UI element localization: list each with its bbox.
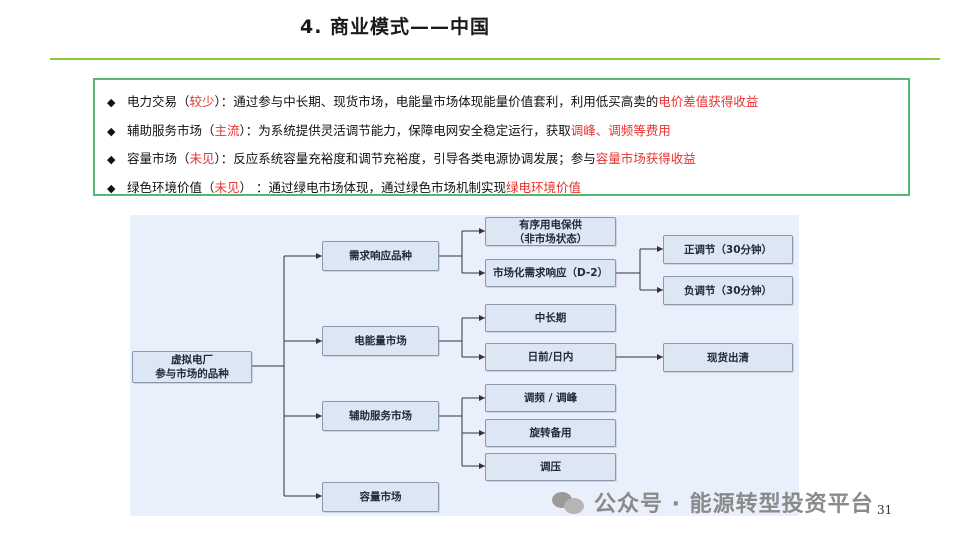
- node-orderly-line1: 有序用电保供: [519, 218, 582, 231]
- connector-lines: [252, 228, 663, 499]
- bullet-item: ◆ 容量市场（未见）：反应系统容量充裕度和调节充裕度，引导各类电源协调发展；参与容…: [107, 145, 908, 174]
- diamond-bullet-icon: ◆: [107, 181, 116, 195]
- node-spot-clearing: 现货出清: [663, 343, 793, 372]
- node-orderly-power: 有序用电保供 （非市场状态）: [485, 217, 616, 246]
- node-down-regulation: 负调节（30分钟）: [663, 276, 793, 305]
- bullet-text: ） ：通过绿电市场体现，通过绿色市场机制实现: [239, 179, 507, 195]
- bullet-text: 辅助服务市场（: [127, 122, 215, 138]
- page-number: 31: [877, 503, 893, 517]
- bullet-item: ◆ 电力交易（较少）：通过参与中长期、现货市场，电能量市场体现能量价值套利，利用低…: [107, 88, 908, 117]
- node-energy-market: 电能量市场: [322, 326, 439, 356]
- node-ancillary-market: 辅助服务市场: [322, 401, 439, 431]
- watermark: 公众号 · 能源转型投资平台: [552, 486, 874, 518]
- node-demand-response: 需求响应品种: [322, 241, 439, 271]
- node-root: 虚拟电厂 参与市场的品种: [132, 351, 252, 383]
- highlight-text: 较少: [189, 94, 215, 109]
- bullet-item: ◆ 绿色环境价值（未见） ：通过绿电市场体现，通过绿色市场机制实现绿电环境价值: [107, 174, 908, 203]
- highlight-text: 电价差值获得收益: [658, 94, 759, 109]
- page-title: 4. 商业模式——中国: [299, 16, 491, 38]
- title-divider: [50, 58, 940, 60]
- bullet-text: ）：通过参与中长期、现货市场，电能量市场体现能量价值套利，利用低买高卖的: [214, 94, 659, 109]
- node-mid-long-term: 中长期: [485, 304, 616, 332]
- market-diagram: 虚拟电厂 参与市场的品种 需求响应品种 电能量市场 辅助服务市场 容量市场 有序…: [130, 215, 799, 516]
- node-up-regulation: 正调节（30分钟）: [663, 235, 793, 264]
- highlight-text: 未见: [189, 151, 215, 166]
- bullet-text: 电力交易（: [127, 94, 190, 109]
- bullet-box: ◆ 电力交易（较少）：通过参与中长期、现货市场，电能量市场体现能量价值套利，利用低…: [93, 78, 910, 196]
- highlight-text: 绿电环境价值: [506, 179, 582, 195]
- watermark-text: 公众号 · 能源转型投资平台: [594, 492, 874, 517]
- node-root-line2: 参与市场的品种: [155, 368, 229, 380]
- diamond-bullet-icon: ◆: [107, 153, 116, 166]
- bullet-text: 容量市场（: [127, 151, 190, 166]
- highlight-text: 主流: [214, 122, 240, 138]
- diamond-bullet-icon: ◆: [107, 124, 116, 138]
- highlight-text: 调峰、调频等费用: [570, 122, 671, 138]
- highlight-text: 容量市场获得收益: [595, 151, 696, 166]
- bullet-text: ）：为系统提供灵活调节能力，保障电网安全稳定运行，获取: [239, 122, 571, 138]
- bullet-text: 绿色环境价值（: [127, 179, 215, 195]
- node-capacity-market: 容量市场: [322, 482, 439, 512]
- node-market-demand: 市场化需求响应（D-2）: [485, 259, 616, 287]
- wechat-icon: [552, 490, 586, 514]
- bullet-text: ）：反应系统容量充裕度和调节充裕度，引导各类电源协调发展；参与: [214, 151, 596, 166]
- node-voltage-regulation: 调压: [485, 453, 616, 481]
- node-root-line1: 虚拟电厂: [171, 354, 213, 366]
- node-day-ahead: 日前/日内: [485, 343, 616, 371]
- bullet-item: ◆ 辅助服务市场（主流）：为系统提供灵活调节能力，保障电网安全稳定运行，获取调峰、…: [107, 117, 908, 146]
- highlight-text: 未见: [214, 179, 240, 195]
- diamond-bullet-icon: ◆: [107, 96, 116, 109]
- node-orderly-line2: （非市场状态）: [513, 232, 588, 245]
- node-spinning-reserve: 旋转备用: [485, 419, 616, 447]
- node-freq-peak: 调频 / 调峰: [485, 384, 616, 412]
